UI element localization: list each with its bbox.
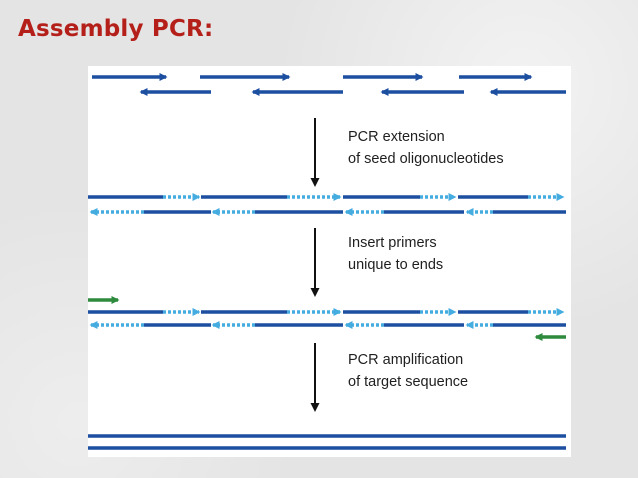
seed-oligonucleotides-row	[92, 73, 566, 96]
primed-strands-row	[88, 296, 566, 341]
step-3-label-line-2: of target sequence	[348, 374, 468, 390]
diagram-panel	[88, 66, 571, 457]
extended-oligonucleotides-row	[88, 193, 566, 216]
slide-title: Assembly PCR:	[18, 16, 214, 42]
step-1-label-line-1: PCR extension	[348, 129, 445, 145]
step-2-label-line-1: Insert primers	[348, 235, 437, 251]
step-3-label-line-1: PCR amplification	[348, 352, 463, 368]
amplified-target-row	[88, 434, 566, 450]
step-1-label-line-2: of seed oligonucleotides	[348, 151, 504, 167]
step-2-label-line-2: unique to ends	[348, 257, 443, 273]
